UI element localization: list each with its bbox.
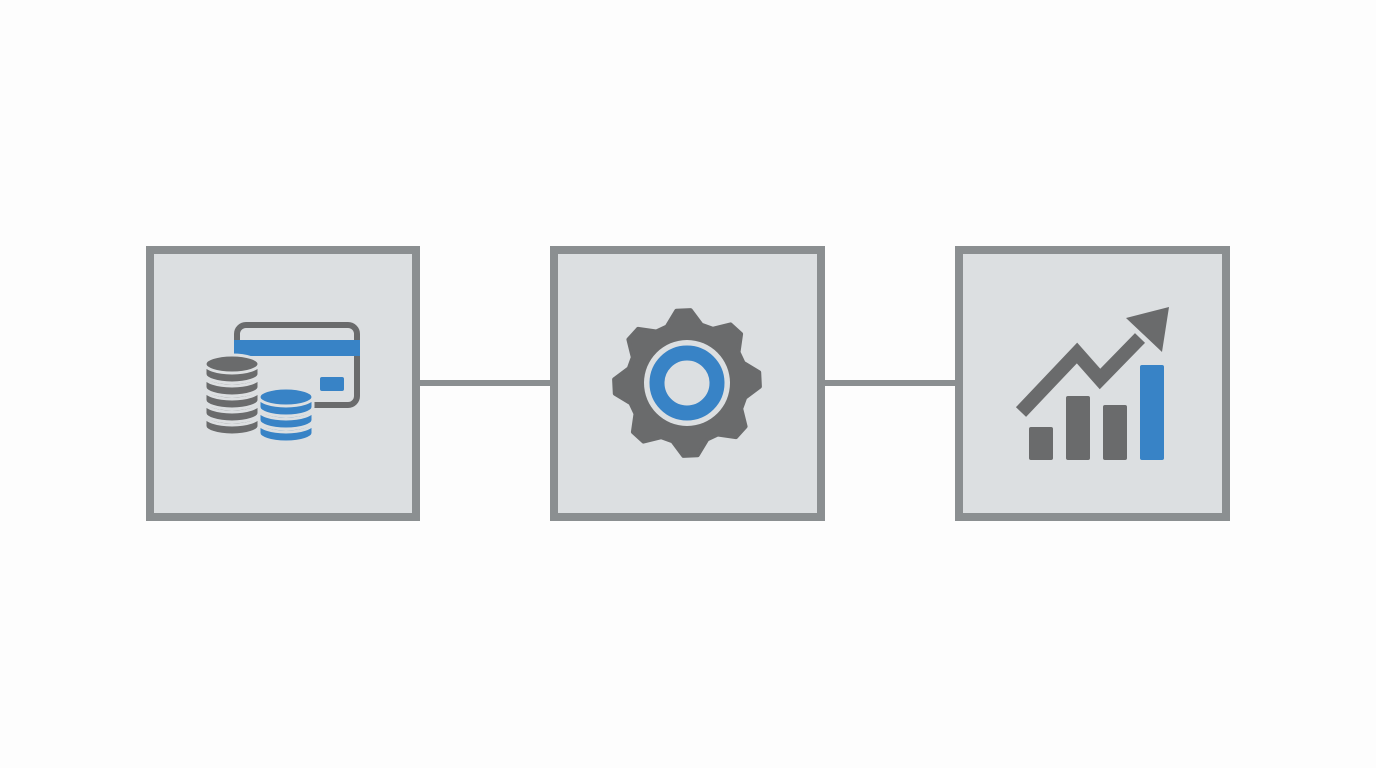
step-box-1 [146,246,420,521]
step-box-3 [955,246,1230,521]
card-and-coins-icon [203,322,360,444]
gray-coin-stack-icon [203,353,261,437]
blue-coin-stack-icon [257,386,315,444]
growth-chart-icon [1015,307,1169,460]
gear-icon [612,308,762,458]
